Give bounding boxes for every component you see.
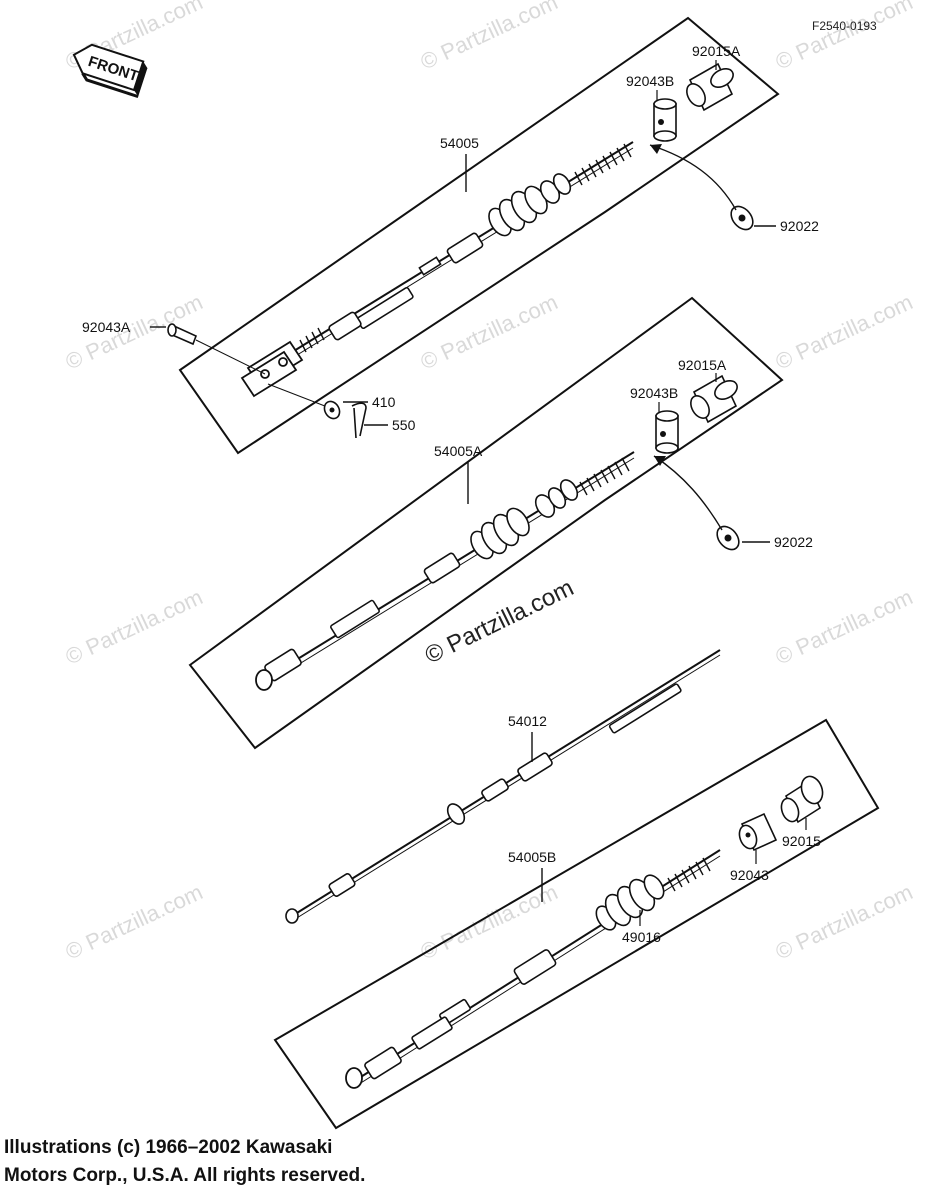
- watermark: © Partzilla.com: [772, 879, 917, 964]
- cotter-pin-550-icon: [351, 402, 367, 439]
- bolt-92015-icon: [780, 775, 824, 824]
- label-92043B-mid: 92043B: [630, 385, 678, 401]
- watermark: © Partzilla.com: [417, 289, 562, 374]
- spring: [299, 327, 325, 353]
- pin-92043A-icon: [167, 323, 266, 375]
- washer-92022-icon: [730, 205, 754, 231]
- bolt-92015A-icon: [690, 374, 738, 424]
- outline-54005: [178, 16, 780, 455]
- bellows-boot: [488, 173, 572, 237]
- label-92015A-mid: 92015A: [678, 357, 727, 373]
- watermark-main: © Partzilla.com: [421, 574, 578, 669]
- direction-arrow-icon: [649, 144, 737, 211]
- direction-arrow-icon: [653, 455, 723, 531]
- outline-54005A: [188, 296, 784, 750]
- label-92022-top: 92022: [780, 218, 819, 234]
- threaded-end: [579, 457, 630, 496]
- copyright-line-1: Illustrations (c) 1966–2002 Kawasaki: [4, 1137, 333, 1158]
- label-92043: 92043: [730, 867, 769, 883]
- watermark: © Partzilla.com: [417, 879, 562, 964]
- label-92043A: 92043A: [82, 319, 131, 335]
- bellows-boot: [595, 874, 665, 931]
- copyright-line-2: Motors Corp., U.S.A. All rights reserved…: [4, 1165, 366, 1186]
- cable-adjuster: [328, 232, 484, 341]
- watermark: © Partzilla.com: [62, 879, 207, 964]
- label-410: 410: [372, 394, 396, 410]
- bolt-92015A-icon: [686, 62, 734, 112]
- assembly-54005: [178, 16, 780, 455]
- label-92015: 92015: [782, 833, 821, 849]
- cable-end-barrel: [255, 669, 273, 691]
- diagram-code: F2540-0193: [812, 19, 877, 33]
- cable-54012: [285, 649, 721, 924]
- label-92015A-top: 92015A: [692, 43, 741, 59]
- cable-adjuster: [364, 949, 557, 1080]
- assembly-54005B: [273, 718, 880, 1130]
- clevis-end: [240, 340, 304, 398]
- label-54012: 54012: [508, 713, 547, 729]
- nut-92043B-icon: [653, 98, 677, 142]
- label-54005: 54005: [440, 135, 479, 151]
- cable-adjuster: [264, 552, 461, 682]
- label-54005A: 54005A: [434, 443, 483, 459]
- assembly-54005A: [188, 296, 784, 750]
- watermark: © Partzilla.com: [772, 289, 917, 374]
- watermark: © Partzilla.com: [417, 0, 562, 75]
- watermark: © Partzilla.com: [62, 584, 207, 669]
- threaded-end: [667, 857, 711, 892]
- nut-92043B-icon: [655, 410, 679, 454]
- watermark: © Partzilla.com: [772, 584, 917, 669]
- front-arrow-icon: FRONT: [72, 43, 148, 99]
- bellows-boot: [470, 479, 579, 560]
- threaded-end: [574, 143, 632, 186]
- washer-410-icon: [267, 383, 341, 420]
- cable-end-barrel: [345, 1067, 363, 1089]
- label-92022-mid: 92022: [774, 534, 813, 550]
- watermark: © Partzilla.com: [772, 0, 917, 75]
- label-49016: 49016: [622, 929, 661, 945]
- nut-92043-icon: [738, 812, 778, 852]
- outline-54005B: [273, 718, 880, 1130]
- copyright-notice: Illustrations (c) 1966–2002 Kawasaki Mot…: [4, 1134, 564, 1190]
- washer-92022-icon: [716, 525, 740, 551]
- label-550: 550: [392, 417, 416, 433]
- label-54005B: 54005B: [508, 849, 556, 865]
- label-92043B-top: 92043B: [626, 73, 674, 89]
